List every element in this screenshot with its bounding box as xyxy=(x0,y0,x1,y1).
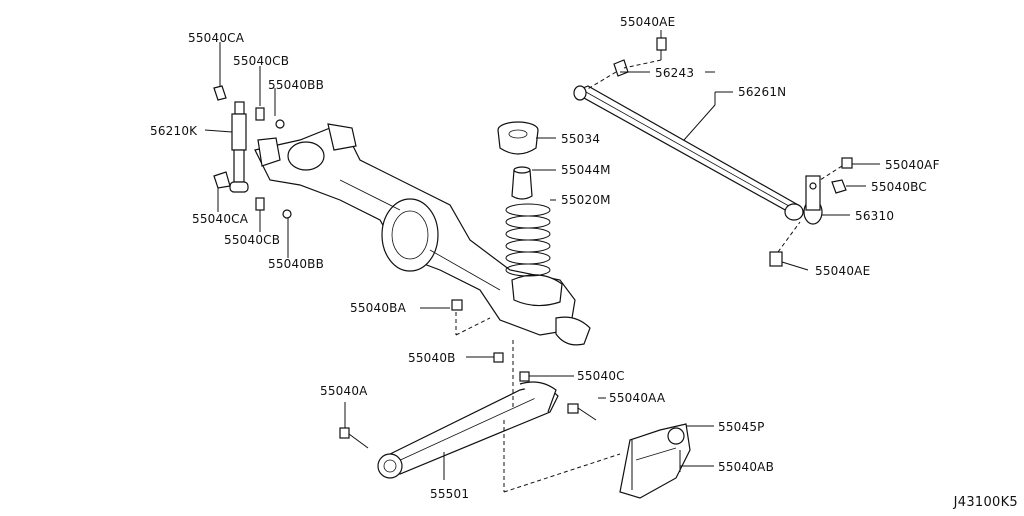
shock-absorber xyxy=(213,85,292,219)
part-label-55040CB-top: 55040CB xyxy=(233,54,290,68)
bump-stopper xyxy=(511,166,533,200)
diagram-code: J43100K5 xyxy=(953,495,1018,510)
part-label-55040AE-bottom: 55040AE xyxy=(815,264,871,278)
part-label-55040BC: 55040BC xyxy=(871,180,927,194)
coil-spring xyxy=(505,203,551,277)
part-label-55040CA-top: 55040CA xyxy=(188,31,245,45)
part-label-55040C: 55040C xyxy=(577,369,625,383)
part-label-55040BB-top: 55040BB xyxy=(268,78,325,92)
part-label-56243: 56243 xyxy=(655,66,695,80)
part-label-55045P: 55045P xyxy=(718,420,765,434)
part-label-55040AA: 55040AA xyxy=(609,391,666,405)
part-label-55040B: 55040B xyxy=(408,351,456,365)
part-label-55040CA-bottom: 55040CA xyxy=(192,212,249,226)
lateral-rod-bracket-hardware xyxy=(769,157,853,267)
lower-link xyxy=(377,381,559,479)
lateral-rod-bolt-top xyxy=(585,37,667,91)
part-label-55020M: 55020M xyxy=(561,193,611,207)
rear-axle-housing xyxy=(254,123,591,346)
lower-link-bracket xyxy=(619,423,691,499)
part-label-55040A: 55040A xyxy=(320,384,368,398)
part-label-55040CB-bottom: 55040CB xyxy=(224,233,281,247)
part-label-55040BB-bottom: 55040BB xyxy=(268,257,325,271)
lower-link-bolts xyxy=(339,299,621,493)
part-label-55040AF: 55040AF xyxy=(885,158,940,172)
leader-lines xyxy=(204,30,880,480)
part-label-56210K: 56210K xyxy=(150,124,198,138)
part-label-55040AB: 55040AB xyxy=(718,460,775,474)
spring-seat xyxy=(497,121,539,155)
part-label-55501: 55501 xyxy=(430,487,470,501)
part-label-56310: 56310 xyxy=(855,209,895,223)
lateral-rod xyxy=(573,85,823,225)
part-label-55040AE-top: 55040AE xyxy=(620,15,676,29)
part-label-56261N: 56261N xyxy=(738,85,787,99)
part-label-55040BA: 55040BA xyxy=(350,301,407,315)
part-label-55034: 55034 xyxy=(561,132,601,146)
part-label-55044M: 55044M xyxy=(561,163,611,177)
